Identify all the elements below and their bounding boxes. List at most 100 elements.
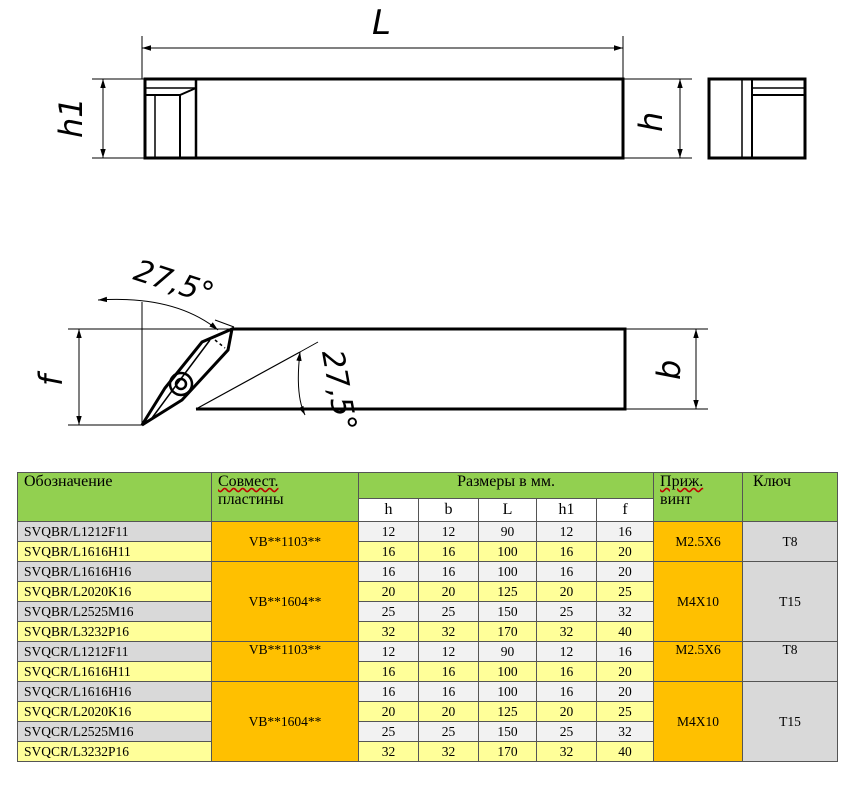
label-b: b xyxy=(650,360,688,380)
cell-f: 20 xyxy=(595,661,655,682)
technical-drawing: L h1 h 27,5° 27,5 xyxy=(32,3,807,434)
cell-h: 16 xyxy=(358,681,419,702)
dimension-h1 xyxy=(92,78,145,159)
cell-L: 100 xyxy=(478,681,537,702)
cell-h: 32 xyxy=(358,741,419,762)
cell-f: 16 xyxy=(595,641,655,662)
cell-L: 100 xyxy=(478,541,537,562)
label-L: L xyxy=(372,3,391,43)
cell-L: 125 xyxy=(478,581,537,602)
table-row: SVQBR/L2020K16 20 20 125 20 25 xyxy=(17,581,838,602)
subheader-f: f xyxy=(595,497,655,523)
cell-h1: 25 xyxy=(536,601,597,622)
label-h1: h1 xyxy=(52,97,90,138)
subheader-b: b xyxy=(418,497,479,523)
cell-screw: M2.5X6 xyxy=(653,641,744,682)
holder-side-view xyxy=(143,77,625,160)
cell-b: 16 xyxy=(418,561,479,582)
cell-L: 100 xyxy=(478,661,537,682)
dimension-f xyxy=(68,328,232,426)
header-dimensions: Размеры в мм. xyxy=(357,472,655,499)
cell-f: 25 xyxy=(595,581,655,602)
cell-L: 90 xyxy=(478,641,537,662)
cell-key: T15 xyxy=(742,681,839,762)
cell-b: 12 xyxy=(418,641,479,662)
subheader-h1: h1 xyxy=(536,497,597,523)
table-row: SVQBR/L1616H11 16 16 100 16 20 xyxy=(17,541,838,562)
table-row: SVQCR/L3232P16 32 32 170 32 40 xyxy=(17,741,838,762)
cell-f: 40 xyxy=(595,621,655,642)
cell-b: 12 xyxy=(418,521,479,542)
cell-L: 125 xyxy=(478,701,537,722)
cell-b: 32 xyxy=(418,741,479,762)
cell-h1: 16 xyxy=(536,661,597,682)
cell-designation: SVQCR/L3232P16 xyxy=(17,741,212,762)
header-compatible-line1: Совмест. xyxy=(218,473,279,490)
cell-designation: SVQCR/L1616H11 xyxy=(17,661,212,682)
subheader-h: h xyxy=(358,497,419,523)
cell-h1: 32 xyxy=(536,621,597,642)
label-angle-side: 27,5° xyxy=(314,347,363,434)
header-key: Ключ xyxy=(742,472,839,522)
cell-L: 170 xyxy=(478,621,537,642)
cell-b: 16 xyxy=(418,661,479,682)
label-angle-top: 27,5° xyxy=(130,253,219,312)
cell-designation: SVQBR/L2020K16 xyxy=(17,581,212,602)
cell-h: 12 xyxy=(358,641,419,662)
cell-screw: M4X10 xyxy=(653,561,744,642)
header-screw: Приж. винт xyxy=(653,472,744,522)
cell-designation: SVQCR/L1616H16 xyxy=(17,681,212,702)
cell-designation: SVQBR/L3232P16 xyxy=(17,621,212,642)
cell-f: 20 xyxy=(595,541,655,562)
cell-plate: VB**1604** xyxy=(211,561,359,642)
cell-h: 16 xyxy=(358,561,419,582)
dimension-angle-top xyxy=(97,296,235,425)
cell-plate: VB**1103** xyxy=(211,641,359,682)
cell-screw: M4X10 xyxy=(653,681,744,762)
cell-L: 170 xyxy=(478,741,537,762)
cell-screw: M2.5X6 xyxy=(653,521,744,562)
cell-key: T8 xyxy=(742,641,839,682)
cell-h: 16 xyxy=(358,661,419,682)
cell-f: 40 xyxy=(595,741,655,762)
header-screw-line1: Приж. xyxy=(660,473,704,490)
cell-h: 20 xyxy=(358,581,419,602)
table-row: SVQBR/L1616H16 VB**1604** 16 16 100 16 2… xyxy=(17,561,839,642)
cell-b: 20 xyxy=(418,701,479,722)
cell-key: T8 xyxy=(742,521,839,562)
header-compatible-line2: пластины xyxy=(218,491,284,508)
cell-L: 150 xyxy=(478,721,537,742)
cell-h1: 32 xyxy=(536,741,597,762)
cell-h1: 12 xyxy=(536,641,597,662)
cell-h: 25 xyxy=(358,721,419,742)
cell-f: 32 xyxy=(595,601,655,622)
header-row: Обозначение Совмест. пластины Размеры в … xyxy=(17,472,839,522)
cell-plate: VB**1103** xyxy=(211,521,359,562)
cell-L: 90 xyxy=(478,521,537,542)
cell-h1: 16 xyxy=(536,681,597,702)
cell-plate: VB**1604** xyxy=(211,681,359,762)
label-h: h xyxy=(632,112,670,132)
subheader-L: L xyxy=(478,497,537,523)
cell-h1: 20 xyxy=(536,581,597,602)
cell-L: 100 xyxy=(478,561,537,582)
cell-designation: SVQBR/L1212F11 xyxy=(17,521,212,542)
header-screw-line2: винт xyxy=(660,491,692,508)
cell-designation: SVQCR/L2020K16 xyxy=(17,701,212,722)
table-row: SVQCR/L2525M16 25 25 150 25 32 xyxy=(17,721,838,742)
subheader-row: h b L h1 f xyxy=(18,497,838,523)
cell-f: 25 xyxy=(595,701,655,722)
table-row: SVQCR/L2020K16 20 20 125 20 25 xyxy=(17,701,838,722)
header-compatible-plates: Совмест. пластины xyxy=(211,472,359,522)
cell-designation: SVQCR/L1212F11 xyxy=(17,641,212,662)
header-designation: Обозначение xyxy=(17,472,212,522)
cell-designation: SVQBR/L2525M16 xyxy=(17,601,212,622)
cell-b: 16 xyxy=(418,541,479,562)
table-row: SVQCR/L1212F11 VB**1103** 12 12 90 12 16… xyxy=(17,641,839,682)
cell-h1: 16 xyxy=(536,561,597,582)
cell-key: T15 xyxy=(742,561,839,642)
cell-f: 20 xyxy=(595,561,655,582)
cell-b: 16 xyxy=(418,681,479,702)
cell-L: 150 xyxy=(478,601,537,622)
holder-end-view xyxy=(707,77,807,160)
